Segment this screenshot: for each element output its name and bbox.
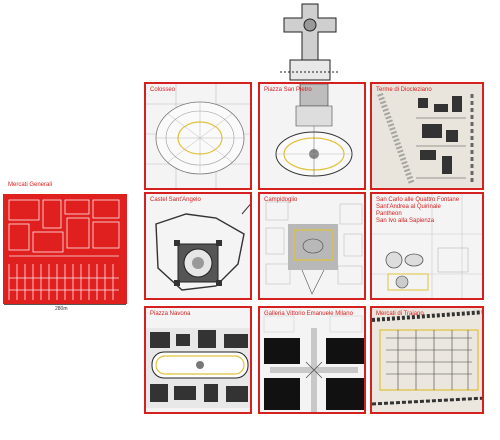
campidoglio-plan xyxy=(265,201,363,295)
tile-churches[interactable]: San Carlo alle Quattro Fontane Sant'Andr… xyxy=(370,192,484,300)
tile-label: Castel Sant'Angelo xyxy=(150,197,201,203)
tile-label: Piazza San Pietro xyxy=(264,87,312,93)
tile-label: Mercati di Traiano xyxy=(376,311,424,317)
terme-plan xyxy=(372,84,482,188)
piazza-san-pietro-plan xyxy=(275,84,353,177)
tile-piazza-navona[interactable]: Piazza Navona xyxy=(144,306,252,414)
piazza-navona-plan xyxy=(146,328,250,408)
tile-piazza-san-pietro[interactable]: Piazza San Pietro xyxy=(258,82,366,190)
tile-label: Galleria Vittorio Emanuele Milano xyxy=(264,311,353,317)
tile-label: Piazza Navona xyxy=(150,311,191,317)
scale-bar xyxy=(4,304,126,305)
mercati-traiano-plan xyxy=(372,308,482,412)
tile-label: Colosseo xyxy=(150,87,176,93)
tile-castel-santangelo[interactable]: Castel Sant'Angelo xyxy=(144,192,252,300)
scale-label: 280m xyxy=(55,306,68,312)
tile-label: Terme di Diocleziano xyxy=(376,87,432,93)
galleria-plan xyxy=(263,315,364,412)
basilica-plan-drawing xyxy=(270,3,350,85)
tile-label: San Carlo alle Quattro Fontane Sant'Andr… xyxy=(376,197,460,224)
tile-terme-di-diocleziano[interactable]: Terme di Diocleziano xyxy=(370,82,484,190)
tile-galleria-vittorio-emanuele[interactable]: Galleria Vittorio Emanuele Milano xyxy=(258,306,366,414)
tile-mercati-di-traiano[interactable]: Mercati di Traiano xyxy=(370,306,484,414)
reference-plan-drawing xyxy=(8,199,120,300)
colosseum-plan xyxy=(146,84,250,188)
tile-label: Campidoglio xyxy=(264,197,298,203)
reference-label: Mercati Generali xyxy=(8,182,53,188)
churches-plan xyxy=(372,194,482,298)
castel-santangelo-plan xyxy=(155,203,250,291)
tile-colosseo[interactable]: Colosseo xyxy=(144,82,252,190)
tile-campidoglio[interactable]: Campidoglio xyxy=(258,192,366,300)
reference-site-plan xyxy=(3,194,127,304)
